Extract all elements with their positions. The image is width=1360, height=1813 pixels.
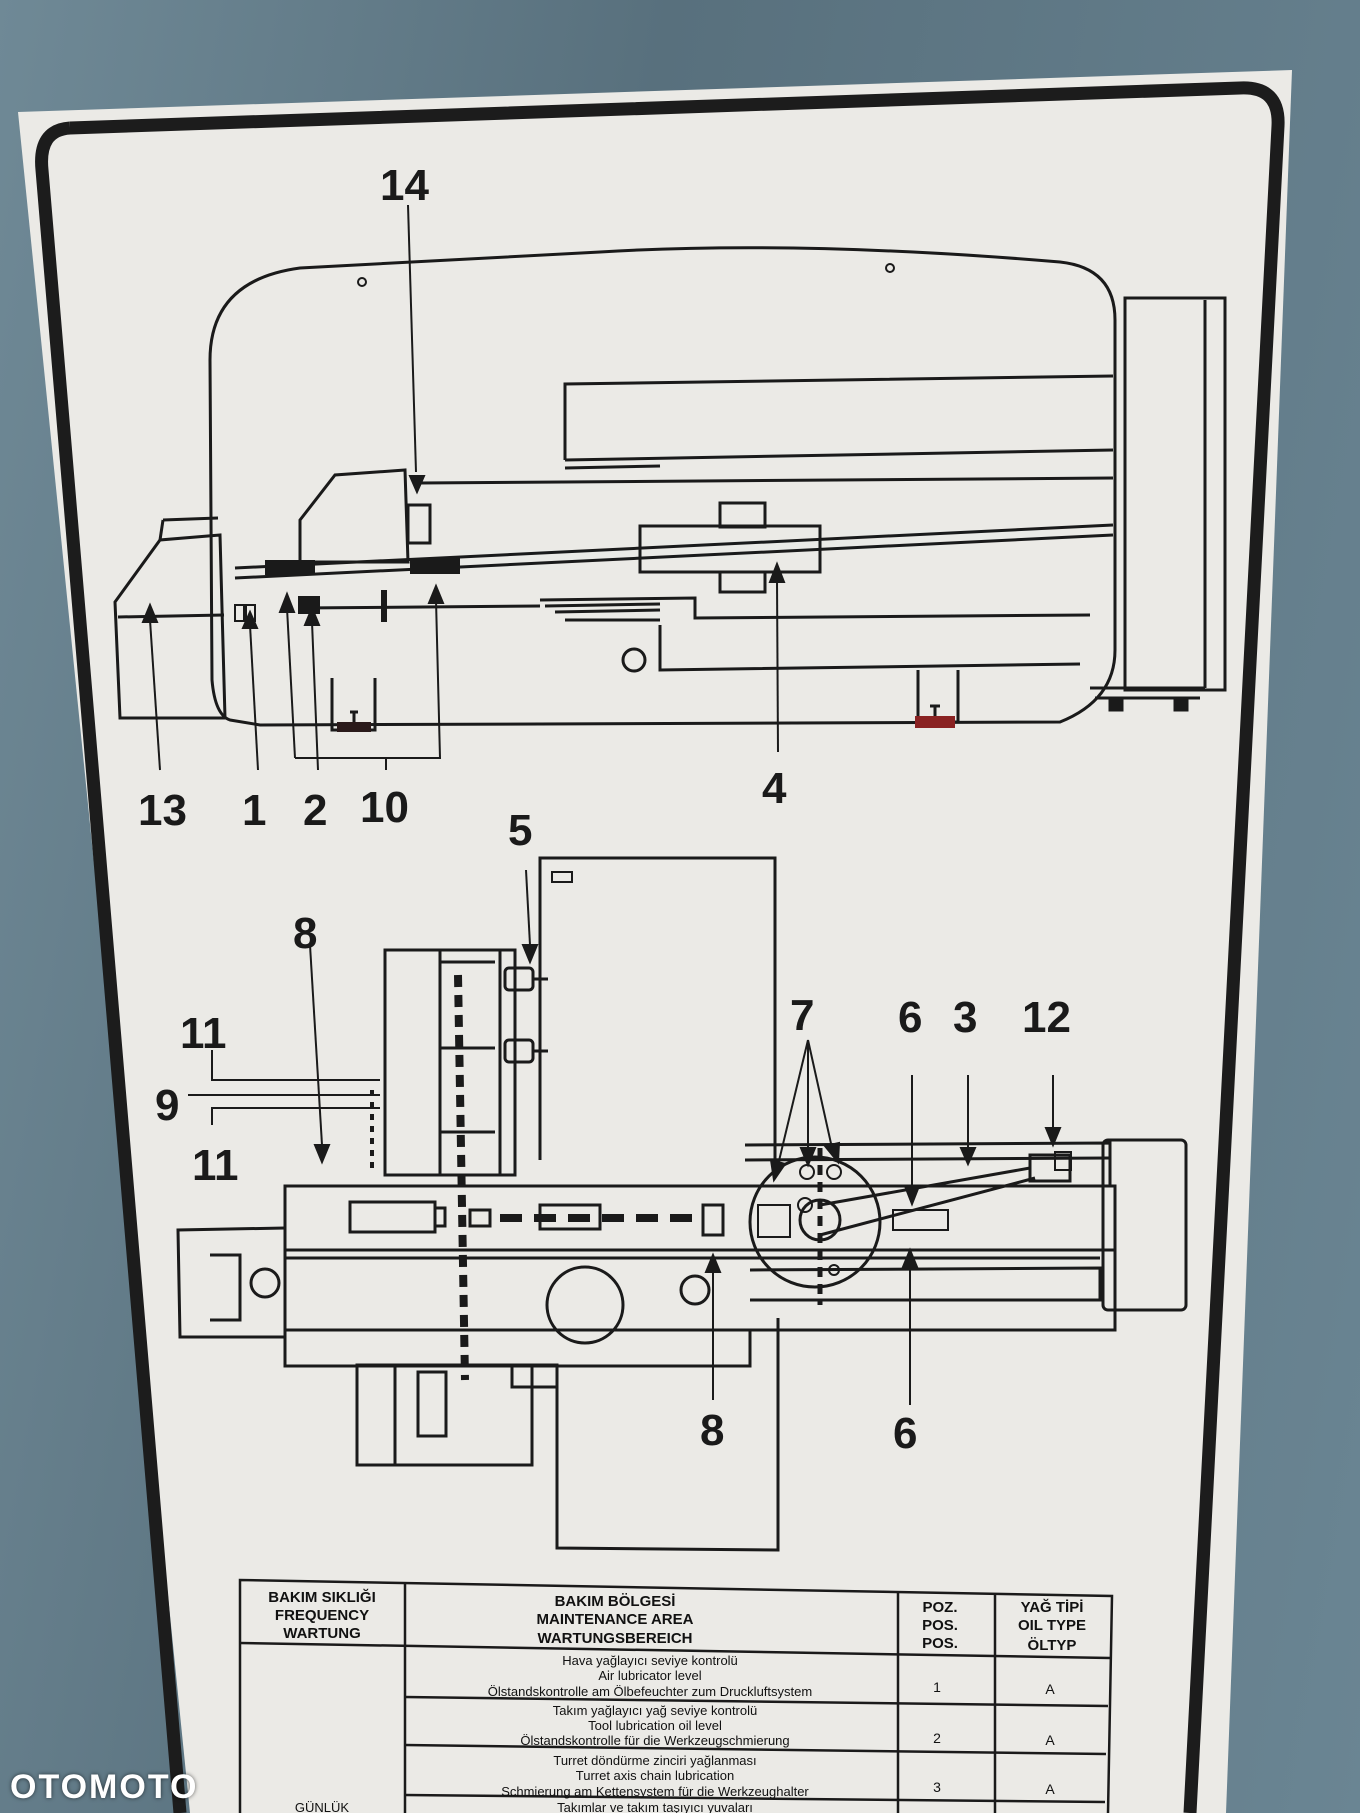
table-header-pos: POZ. POS. POS. <box>922 1599 958 1652</box>
svg-text:Takımlar ve takım taşıyıcı yuv: Takımlar ve takım taşıyıcı yuvaları <box>557 1800 753 1813</box>
svg-text:MAINTENANCE AREA: MAINTENANCE AREA <box>537 1611 694 1628</box>
svg-text:Turret axis chain lubrication: Turret axis chain lubrication <box>576 1768 734 1783</box>
table-header-oil: YAĞ TİPİ OIL TYPE ÖLTYP <box>1018 1598 1086 1654</box>
callout-6-bottom: 6 <box>893 1409 917 1458</box>
svg-text:A: A <box>1045 1681 1055 1697</box>
top-callout-arrows <box>141 204 786 771</box>
svg-text:Schmierung am Kettensystem f: Schmierung am Kettensystem für die Werkz… <box>501 1784 809 1799</box>
svg-text:FREQUENCY: FREQUENCY <box>275 1607 369 1624</box>
svg-text:Ölstandskontrolle am Ölbefeuch: Ölstandskontrolle am Ölbefeuchter zum Dr… <box>488 1684 812 1699</box>
callout-12: 12 <box>1022 993 1071 1042</box>
svg-text:YAĞ TİPİ: YAĞ TİPİ <box>1021 1598 1084 1616</box>
svg-text:A: A <box>1045 1781 1055 1797</box>
table-row: Hava yağlayıcı seviye kontrolü Air lubri… <box>488 1653 1056 1699</box>
callout-3: 3 <box>953 993 977 1042</box>
svg-text:OIL TYPE: OIL TYPE <box>1018 1617 1086 1634</box>
top-diagram-details <box>234 263 955 732</box>
callout-2: 2 <box>303 786 327 835</box>
table-row: Turret döndürme zinciri yağlanması Turre… <box>501 1753 1055 1799</box>
svg-text:A: A <box>1045 1732 1055 1748</box>
svg-text:WARTUNGSBEREICH: WARTUNGSBEREICH <box>537 1630 692 1647</box>
callout-13: 13 <box>138 786 187 835</box>
svg-text:2: 2 <box>933 1730 941 1746</box>
bottom-diagram-details <box>370 974 823 1381</box>
callout-1: 1 <box>242 786 266 835</box>
callout-7: 7 <box>790 991 814 1040</box>
callout-9: 9 <box>155 1081 179 1130</box>
otomoto-watermark: OTOMOTO <box>10 1768 199 1806</box>
svg-text:WARTUNG: WARTUNG <box>283 1625 361 1642</box>
svg-text:Ölstandskontrolle für die Werk: Ölstandskontrolle für die Werkzeugschmie… <box>520 1733 789 1748</box>
svg-text:Turret döndürme zinciri yağlan: Turret döndürme zinciri yağlanması <box>553 1753 756 1768</box>
table-row: Takımlar ve takım taşıyıcı yuvaları <box>557 1800 753 1813</box>
callout-10: 10 <box>360 783 409 832</box>
svg-text:Tool lubrication oil level: Tool lubrication oil level <box>588 1718 722 1733</box>
svg-text:Hava yağlayıcı seviye kontrolü: Hava yağlayıcı seviye kontrolü <box>562 1653 738 1668</box>
svg-text:POZ.: POZ. <box>922 1599 957 1616</box>
callout-4: 4 <box>762 764 787 813</box>
sheet-border <box>35 81 1285 1813</box>
svg-text:1: 1 <box>933 1679 941 1695</box>
paper-sheet <box>18 70 1292 1813</box>
callout-11-top: 11 <box>180 1009 227 1058</box>
bottom-callout-arrows <box>188 869 1062 1405</box>
svg-text:3: 3 <box>933 1779 941 1795</box>
svg-text:POS.: POS. <box>922 1617 958 1634</box>
svg-text:Air lubricator level: Air lubricator level <box>598 1668 701 1683</box>
callout-14: 14 <box>380 161 429 210</box>
svg-text:Takım yağlayıcı yağ seviye ko: Takım yağlayıcı yağ seviye kontrolü <box>553 1703 757 1718</box>
svg-text:POS.: POS. <box>922 1635 958 1652</box>
svg-text:BAKIM BÖLGESİ: BAKIM BÖLGESİ <box>555 1593 676 1610</box>
callout-5: 5 <box>508 806 532 855</box>
callout-8-top: 8 <box>293 909 317 958</box>
callout-11-bottom: 11 <box>192 1141 239 1190</box>
svg-text:BAKIM SIKLIĞI: BAKIM SIKLIĞI <box>268 1588 376 1606</box>
svg-text:ÖLTYP: ÖLTYP <box>1028 1637 1077 1654</box>
callout-8-bottom: 8 <box>700 1406 724 1455</box>
maintenance-table-grid <box>238 1578 1114 1813</box>
table-row: Takım yağlayıcı yağ seviye kontrolü Tool… <box>520 1703 1055 1748</box>
table-header-area: BAKIM BÖLGESİ MAINTENANCE AREA WARTUNGSB… <box>537 1593 694 1647</box>
callout-6-top: 6 <box>898 993 922 1042</box>
frequency-daily: GÜNLÜK <box>295 1800 350 1813</box>
table-header-frequency: BAKIM SIKLIĞI FREQUENCY WARTUNG <box>268 1588 376 1642</box>
